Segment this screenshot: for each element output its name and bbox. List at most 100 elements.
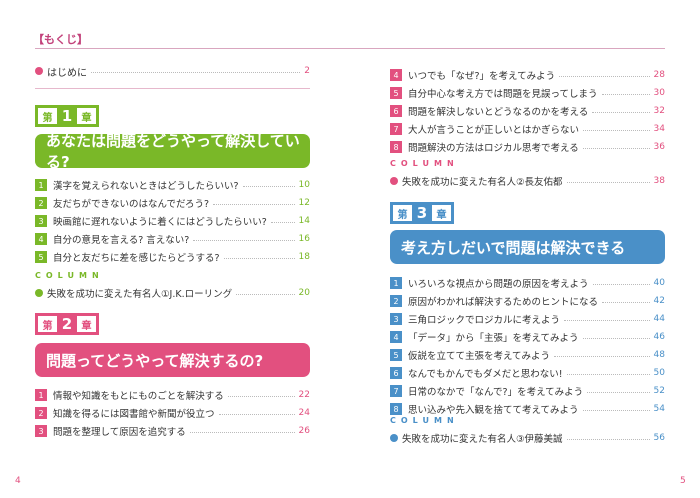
leader-dots: [213, 203, 295, 205]
bullet-icon: [390, 434, 398, 442]
leader-dots: [227, 395, 295, 397]
toc-item[interactable]: 1 漢字を覚えられないときはどうしたらいい? 10: [35, 178, 310, 192]
item-number: 5: [35, 251, 47, 263]
leader-dots: [602, 301, 650, 303]
chapter-suffix: 章: [432, 205, 451, 221]
item-number: 1: [35, 179, 47, 191]
intro-page: 2: [304, 66, 310, 76]
chapter-title: 考え方しだいで問題は解決できる: [390, 230, 665, 264]
item-title: 大人が言うことが正しいとはかぎらない: [408, 125, 580, 136]
leader-dots: [592, 283, 650, 285]
item-title: 問題を整理して原因を追究する: [53, 427, 186, 438]
item-title: 三角ロジックでロジカルに考えよう: [408, 315, 561, 326]
item-title: 情報や知識をもとにものごとを解決する: [53, 391, 224, 402]
leader-dots: [566, 373, 650, 375]
item-page: 46: [653, 332, 665, 342]
item-page: 54: [653, 404, 665, 414]
item-page: 50: [653, 368, 665, 378]
toc-item[interactable]: 5 仮説を立てて主張を考えてみよう 48: [390, 348, 665, 362]
page-title: 【もくじ】: [33, 33, 88, 46]
toc-item[interactable]: 2 知識を得るには図書館や新聞が役立つ 24: [35, 406, 310, 420]
item-title: 仮説を立てて主張を考えてみよう: [408, 351, 551, 362]
intro-label: はじめに: [47, 67, 87, 79]
item-number: 6: [390, 105, 402, 117]
item-number: 5: [390, 87, 402, 99]
page-number-right: 5: [680, 476, 686, 486]
leader-dots: [582, 409, 650, 411]
title-divider: [35, 48, 665, 49]
item-page: 24: [298, 408, 310, 418]
leader-dots: [189, 431, 295, 433]
item-page: 10: [298, 180, 310, 190]
column-label: COLUMN: [390, 159, 459, 168]
item-number: 3: [35, 215, 47, 227]
item-page: 40: [653, 278, 665, 288]
column-page: 20: [298, 288, 310, 298]
item-page: 42: [653, 296, 665, 306]
item-title: 漢字を覚えられないときはどうしたらいい?: [53, 181, 239, 192]
item-title: 映画館に遅れないように着くにはどうしたらいい?: [53, 217, 267, 228]
leader-dots: [582, 147, 650, 149]
chapter-prefix: 第: [38, 316, 57, 332]
bullet-icon: [35, 67, 43, 75]
item-title: 自分中心な考え方では問題を見誤ってしまう: [408, 89, 598, 100]
toc-item[interactable]: 4 いつでも「なぜ?」を考えてみよう 28: [390, 68, 665, 82]
item-number: 6: [390, 367, 402, 379]
item-number: 1: [35, 389, 47, 401]
column-label: COLUMN: [390, 416, 459, 425]
column-label: COLUMN: [35, 271, 104, 280]
chapter-prefix: 第: [393, 205, 412, 221]
leader-dots: [193, 239, 295, 241]
item-page: 28: [653, 70, 665, 80]
leader-dots: [592, 111, 650, 113]
item-number: 5: [390, 349, 402, 361]
item-title: 知識を得るには図書館や新聞が役立つ: [53, 409, 215, 420]
item-number: 2: [35, 407, 47, 419]
item-title: 問題解決の方法はロジカル思考で考える: [408, 143, 579, 154]
leader-dots: [566, 181, 650, 183]
column-page: 56: [653, 433, 665, 443]
leader-dots: [582, 337, 650, 339]
item-number: 4: [390, 69, 402, 81]
item-page: 36: [653, 142, 665, 152]
item-title: 日常のなかで「なんで?」を考えてみよう: [408, 387, 584, 398]
column-title: 失敗を成功に変えた有名人②長友佑都: [402, 177, 563, 188]
item-number: 4: [390, 331, 402, 343]
chapter-suffix: 章: [77, 316, 96, 332]
item-page: 30: [653, 88, 665, 98]
item-title: いつでも「なぜ?」を考えてみよう: [408, 71, 556, 82]
leader-dots: [223, 257, 295, 259]
leader-dots: [601, 93, 650, 95]
item-number: 2: [390, 295, 402, 307]
item-number: 3: [35, 425, 47, 437]
toc-item[interactable]: 2 原因がわかれば解決するためのヒントになる 42: [390, 294, 665, 308]
chapter-prefix: 第: [38, 108, 57, 124]
chapter-title: あなたは問題をどうやって解決している?: [35, 132, 310, 171]
item-title: 原因がわかれば解決するためのヒントになる: [408, 297, 599, 308]
item-page: 48: [653, 350, 665, 360]
toc-intro[interactable]: はじめに 2: [35, 64, 310, 79]
item-number: 8: [390, 403, 402, 415]
toc-item[interactable]: 5 自分中心な考え方では問題を見誤ってしまう 30: [390, 86, 665, 100]
leader-dots: [236, 293, 295, 295]
